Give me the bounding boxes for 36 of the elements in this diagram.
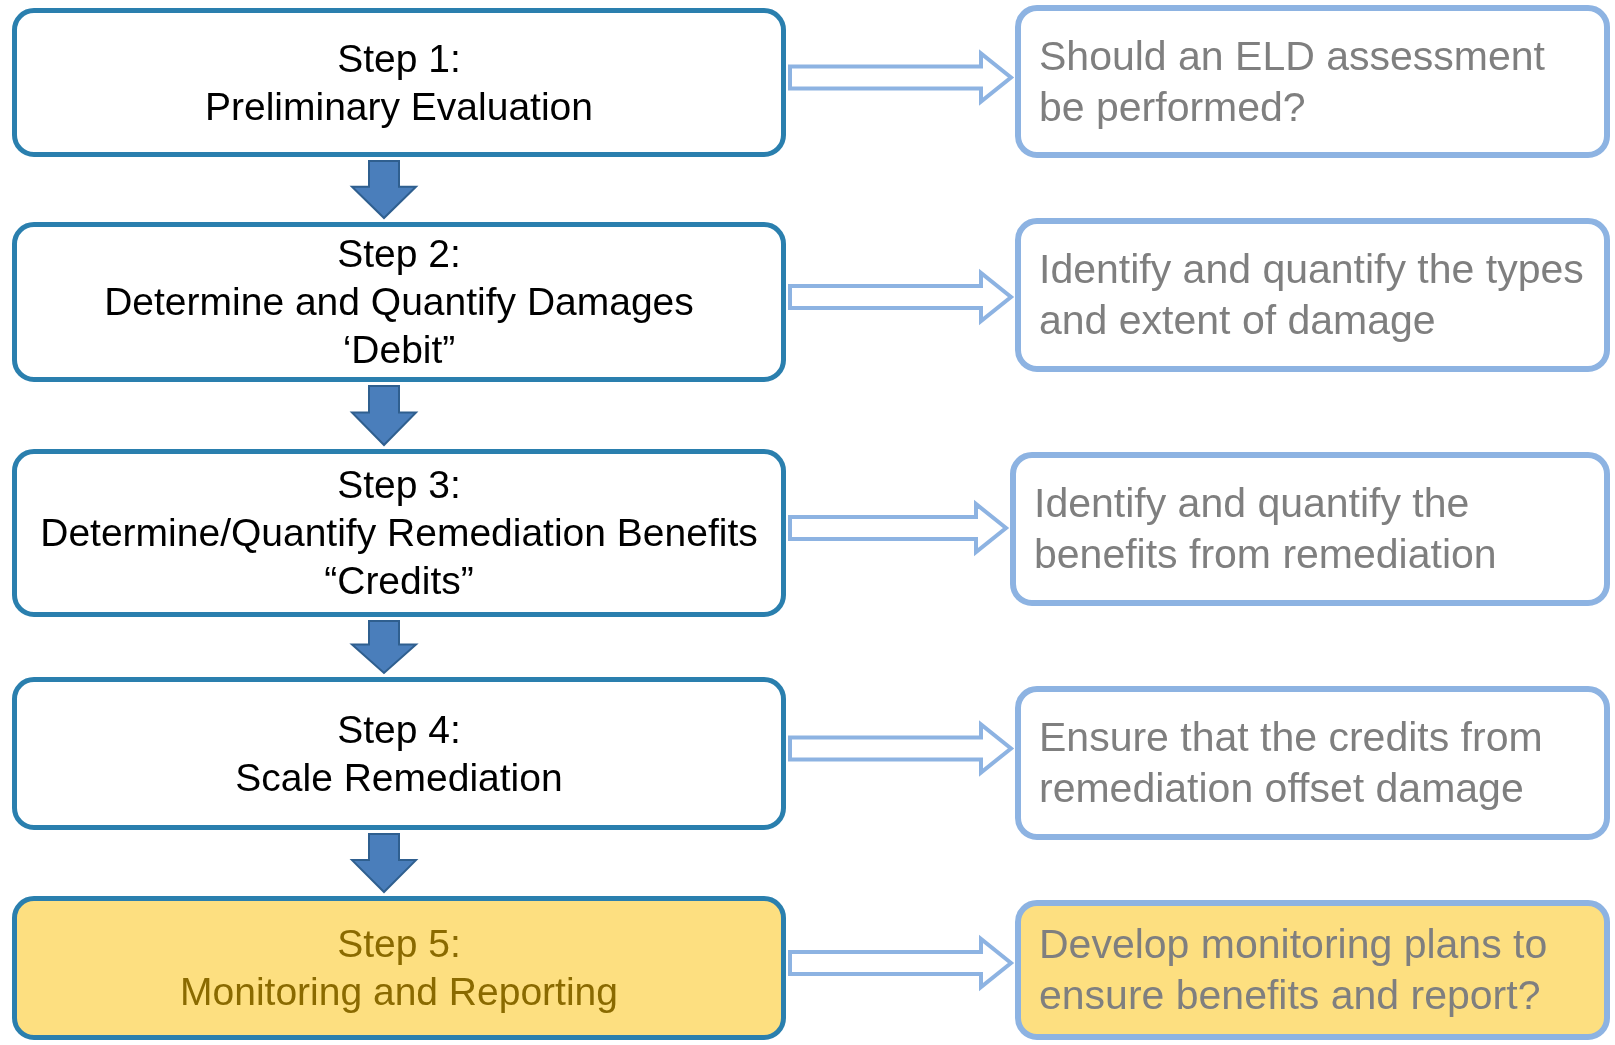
step-text: Scale Remediation xyxy=(235,754,563,801)
description-box xyxy=(1015,5,1610,158)
description-box xyxy=(1010,452,1610,606)
hollow-arrow xyxy=(788,934,1015,992)
description-box xyxy=(1015,900,1610,1040)
step-title: Step 3: xyxy=(337,462,461,508)
block-arrow xyxy=(349,620,419,675)
step-text: ‘Debit” xyxy=(342,327,456,373)
step-box xyxy=(12,8,786,157)
description-text: Identify and quantify the types and extent of damage xyxy=(1039,245,1585,345)
step-text: Determine and Quantify Damages xyxy=(104,279,694,325)
step-title: Step 1: xyxy=(337,35,461,82)
step-box xyxy=(12,222,786,382)
step-text: Preliminary Evaluation xyxy=(205,83,593,130)
block-arrow xyxy=(349,385,419,447)
description-text: Identify and quantify the benefits from remediation xyxy=(1034,479,1498,579)
step-title: Step 2: xyxy=(337,231,461,277)
description-text: Ensure that the credits from remediation offset damage xyxy=(1039,713,1544,813)
step-title: Step 5: xyxy=(337,921,461,967)
description-text: Develop monitoring plans to ensure benefits and report? xyxy=(1039,920,1549,1020)
step-text: Determine/Quantify Remediation Benefits xyxy=(40,510,758,556)
hollow-arrow xyxy=(788,720,1015,777)
step-box xyxy=(12,896,786,1040)
step-text: “Credits” xyxy=(324,558,474,604)
step-text: Monitoring and Reporting xyxy=(180,969,618,1015)
step-title: Step 4: xyxy=(337,706,461,753)
block-arrow xyxy=(349,160,419,220)
hollow-arrow xyxy=(788,499,1010,557)
description-box xyxy=(1015,686,1610,840)
hollow-arrow xyxy=(788,268,1015,326)
step-box xyxy=(12,449,786,617)
step-box xyxy=(12,677,786,830)
description-box xyxy=(1015,218,1610,372)
hollow-arrow xyxy=(788,49,1015,106)
description-text: Should an ELD assessment be performed? xyxy=(1039,31,1546,132)
block-arrow xyxy=(349,833,419,894)
